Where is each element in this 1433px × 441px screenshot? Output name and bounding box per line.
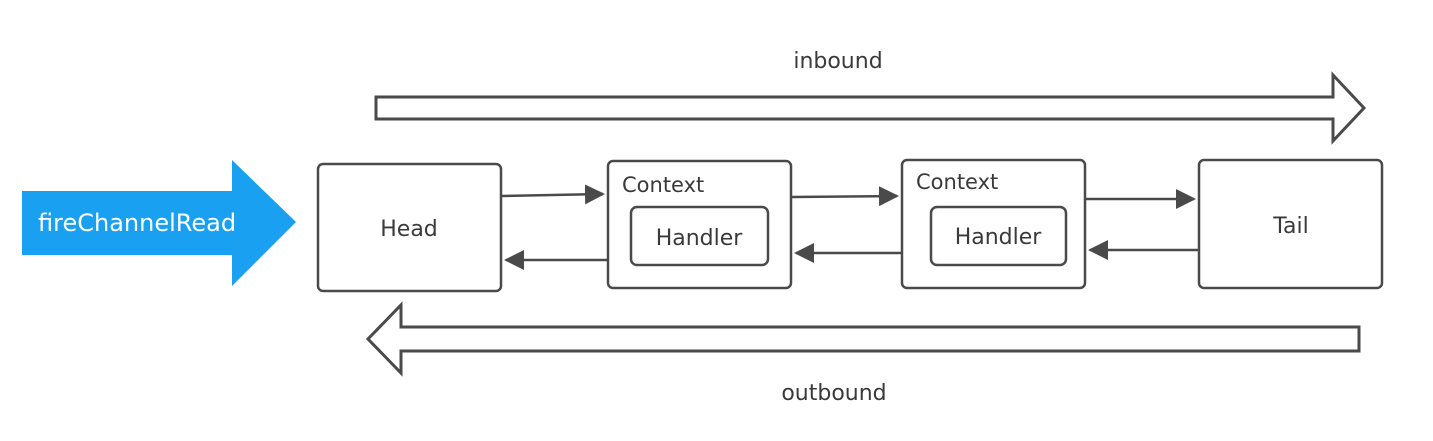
fire-channel-read-label: fireChannelRead [38, 209, 236, 237]
outbound-label: outbound [781, 381, 886, 406]
outbound-arrow [365, 301, 1361, 377]
tail-label: Tail [1272, 214, 1309, 239]
head-node [316, 162, 503, 293]
forward-connector-context1-context2 [791, 186, 899, 207]
head-label: Head [380, 217, 438, 242]
handler-node-2 [929, 205, 1068, 267]
context-label-2: Context [916, 170, 998, 194]
inbound-label: inbound [793, 49, 882, 74]
forward-connector-head-context1 [501, 184, 605, 205]
handler-label-1: Handler [656, 226, 744, 251]
handler-label-2: Handler [955, 225, 1043, 250]
tail-node [1197, 158, 1384, 290]
inbound-arrow [374, 71, 1367, 145]
fire-channel-read-arrow [22, 160, 296, 286]
context-label-1: Context [622, 173, 704, 197]
handler-node-1 [629, 205, 770, 267]
